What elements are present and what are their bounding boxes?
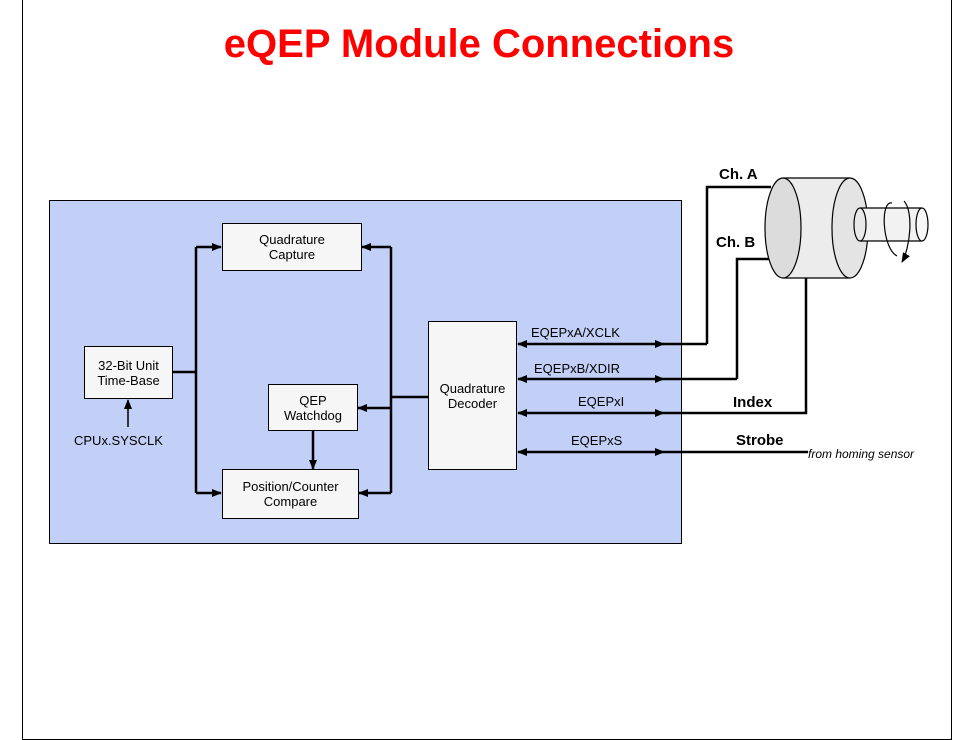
capture-label-1: Quadrature [259,232,325,247]
connection-diagram [124,177,929,497]
decoder-label-2: Decoder [447,395,498,411]
sysclk-label: CPUx.SYSCLK [74,433,163,448]
capture-label-2: Capture [268,247,316,262]
index-label: Index [733,394,773,411]
compare-block: Position/Counter Compare [222,469,359,519]
compare-label-1: Position/Counter [242,479,339,494]
cha-wire [705,185,771,344]
timebase-label-2: Time-Base [97,372,160,388]
strobe-note: from homing sensor [808,447,915,461]
chb-label: Ch. B [716,234,756,251]
decoder-block: Quadrature Decoder [428,321,517,470]
encoder-icon [764,177,929,279]
chb-wire [735,257,772,379]
cha-label: Ch. A [719,166,758,183]
decoder-label-1: Quadrature [439,380,506,396]
timebase-label-1: 32-Bit Unit [98,357,159,373]
eqepxa-label: EQEPxA/XCLK [531,325,620,340]
watchdog-label-2: Watchdog [283,407,343,423]
index-wire [664,278,808,415]
eqepxi-label: EQEPxI [578,394,625,409]
watchdog-block: QEP Watchdog [268,384,358,431]
timebase-block: 32-Bit Unit Time-Base [84,346,173,399]
watchdog-label-1: QEP [299,392,327,408]
eqepxs-label: EQEPxS [571,433,623,448]
strobe-label: Strobe [736,432,784,449]
capture-block: Quadrature Capture [222,223,362,271]
slide-title: eQEP Module Connections [223,22,735,66]
compare-label-2: Compare [263,494,318,509]
eqepxb-label: EQEPxB/XDIR [534,361,620,376]
